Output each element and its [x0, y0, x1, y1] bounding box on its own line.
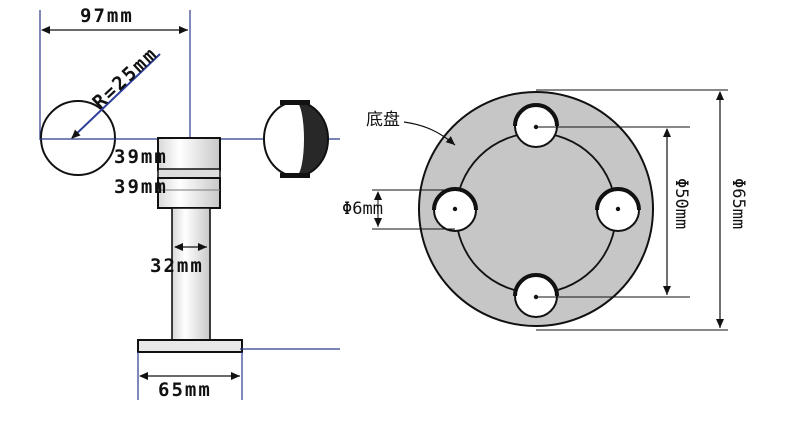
label-phi6: Φ6mm [342, 199, 383, 219]
label-phi50: Φ50mm [671, 178, 691, 229]
hole-bottom [513, 273, 559, 318]
label-32mm: 32mm [150, 255, 204, 277]
dim-97mm: 97mm [39, 5, 191, 140]
dim-phi6: Φ6mm [342, 189, 455, 230]
chassis-top-view: 底盘 [342, 89, 748, 331]
support-pole: 32mm [150, 207, 211, 341]
housing-upper: 39mm [114, 137, 221, 179]
label-65mm-base: 65mm [158, 379, 212, 401]
side-view: 97mm R=25mm 39mm 39mm [39, 5, 340, 401]
hole-left [432, 187, 478, 232]
base-plate: 65mm [137, 339, 340, 401]
label-chassis: 底盘 [366, 110, 400, 130]
housing-lower: 39mm [114, 176, 221, 209]
hole-right [595, 187, 641, 232]
label-phi65: Φ65mm [728, 178, 748, 229]
label-39mm-bottom: 39mm [114, 176, 168, 198]
dim-phi65: Φ65mm [536, 89, 748, 331]
dim-phi50: Φ50mm [536, 126, 691, 298]
label-97mm: 97mm [80, 5, 134, 27]
label-radius: R=25mm [88, 43, 162, 114]
right-cup [263, 100, 329, 178]
hole-top [513, 103, 559, 148]
label-39mm-top: 39mm [114, 146, 168, 168]
mounting-holes [432, 103, 641, 318]
